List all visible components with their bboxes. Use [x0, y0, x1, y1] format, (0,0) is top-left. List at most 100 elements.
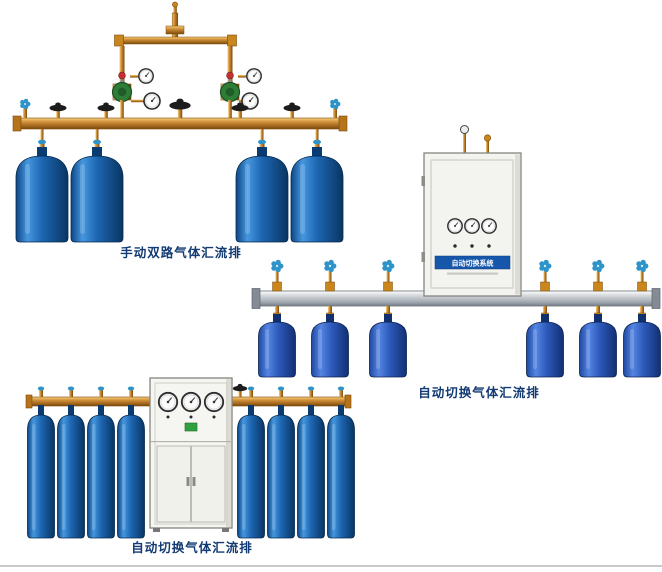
- mini-gauge: [460, 125, 469, 134]
- header-pipe: [117, 36, 234, 45]
- cylinder-valves: [37, 386, 345, 397]
- indicator-dot: [189, 415, 193, 419]
- green-indicator: [184, 422, 198, 432]
- valve-handwheel-blue: [592, 259, 605, 273]
- gas-cylinder: [290, 139, 344, 243]
- drop-pipe: [227, 46, 233, 84]
- pipe-end-cap: [25, 394, 33, 409]
- pressure-gauge: [481, 218, 497, 234]
- valve-handwheel-blue: [20, 98, 31, 110]
- pressure-gauge: [138, 68, 154, 84]
- gauge-connector: [131, 99, 144, 103]
- valve-handwheel-blue: [330, 98, 341, 110]
- end-riser: [333, 107, 337, 118]
- gas-cylinder: [327, 404, 355, 539]
- gas-cylinder: [526, 313, 564, 378]
- cabinet-foot: [153, 528, 160, 532]
- manifold-pipe: [17, 117, 343, 130]
- gas-cylinder: [237, 404, 265, 539]
- product-caption-auto-manifold-1: 自动切换气体汇流排: [418, 386, 540, 400]
- cylinder-connector: [95, 129, 99, 142]
- gas-cylinder: [297, 404, 325, 539]
- gas-cylinder: [235, 139, 289, 243]
- cylinder-connector: [315, 129, 319, 142]
- valve-handwheel-black: [97, 102, 115, 118]
- pressure-gauge: [246, 68, 262, 84]
- cylinder-station: [258, 259, 296, 378]
- cylinder-station: [526, 259, 564, 378]
- gas-cylinder: [579, 313, 617, 378]
- valve-handwheel-black: [169, 98, 191, 118]
- pressure-gauge: [143, 92, 161, 110]
- cylinder-station: [369, 259, 407, 378]
- indicator-dot: [212, 415, 216, 419]
- indicator-dot: [453, 244, 457, 248]
- cylinder-station: [311, 259, 349, 378]
- gas-cylinder: [87, 404, 115, 539]
- rail-end-cap: [651, 288, 661, 309]
- panel-subtitle-line: [447, 272, 498, 275]
- cabinet-door: [156, 445, 191, 523]
- pressure-gauge: [447, 218, 463, 234]
- inlet-fitting: [172, 1, 178, 8]
- valve-handwheel-black: [49, 102, 67, 118]
- gas-cylinder: [267, 404, 295, 539]
- valve-handwheel-blue: [636, 259, 649, 273]
- control-cabinet: 自动切换系统: [421, 125, 522, 297]
- control-cabinet: [149, 377, 233, 532]
- gas-cylinder: [311, 313, 349, 378]
- valve-handwheel-blue: [324, 259, 337, 273]
- rail-end-cap: [251, 288, 261, 309]
- ball-valve: [483, 134, 491, 142]
- drop-pipe: [228, 100, 232, 118]
- indicator-dot: [470, 244, 474, 248]
- valve-handwheel-blue: [271, 259, 284, 273]
- cross-fitting: [165, 25, 185, 35]
- gas-cylinder: [27, 404, 55, 539]
- pipe-end-cap: [338, 115, 348, 132]
- hinge: [421, 252, 425, 262]
- door-handle: [186, 477, 190, 486]
- gauge-connector: [238, 75, 248, 78]
- pipe-end-cap: [344, 394, 352, 409]
- panel-band: [434, 255, 511, 270]
- pressure-gauge: [157, 391, 179, 413]
- drop-pipe: [120, 100, 124, 118]
- cylinder-station: [623, 259, 661, 378]
- product-caption-manual-manifold: 手动双路气体汇流排: [120, 246, 242, 260]
- gas-cylinder: [15, 139, 69, 243]
- gas-cylinder: [70, 139, 124, 243]
- drop-pipe: [119, 46, 125, 84]
- door-handle: [192, 477, 196, 486]
- cabinet-foot: [222, 528, 229, 532]
- pressure-gauge: [180, 391, 202, 413]
- product-image-manual-manifold: [12, 1, 348, 243]
- pressure-regulator: [111, 71, 133, 103]
- cylinder-connector: [260, 129, 264, 142]
- gas-cylinder: [369, 313, 407, 378]
- pressure-gauge: [464, 218, 480, 234]
- product-image-auto-manifold-1: 自动切换系统: [251, 125, 661, 378]
- gas-cylinder: [57, 404, 85, 539]
- cabinet-door: [430, 159, 514, 289]
- pipe-end-cap: [12, 115, 22, 132]
- pressure-gauge: [203, 391, 225, 413]
- cabinet-body: [423, 152, 522, 297]
- indicator-dot: [487, 244, 491, 248]
- product-image-auto-manifold-2: [25, 377, 355, 539]
- inlet-pipe: [173, 4, 177, 14]
- gauge-connector: [130, 75, 140, 78]
- elbow-fitting: [227, 34, 237, 47]
- gas-cylinder: [623, 313, 661, 378]
- cylinder-connector: [40, 129, 44, 142]
- pressure-regulator: [219, 71, 241, 103]
- valve-handwheel-black: [283, 102, 301, 118]
- indicator-dot: [166, 415, 170, 419]
- cabinet-panel-label: 自动切换系统: [452, 259, 494, 268]
- cylinder-station: [579, 259, 617, 378]
- valve-handwheel-black: [232, 383, 248, 397]
- bottom-rule: [0, 565, 662, 567]
- product-caption-auto-manifold-2: 自动切换气体汇流排: [131, 541, 253, 555]
